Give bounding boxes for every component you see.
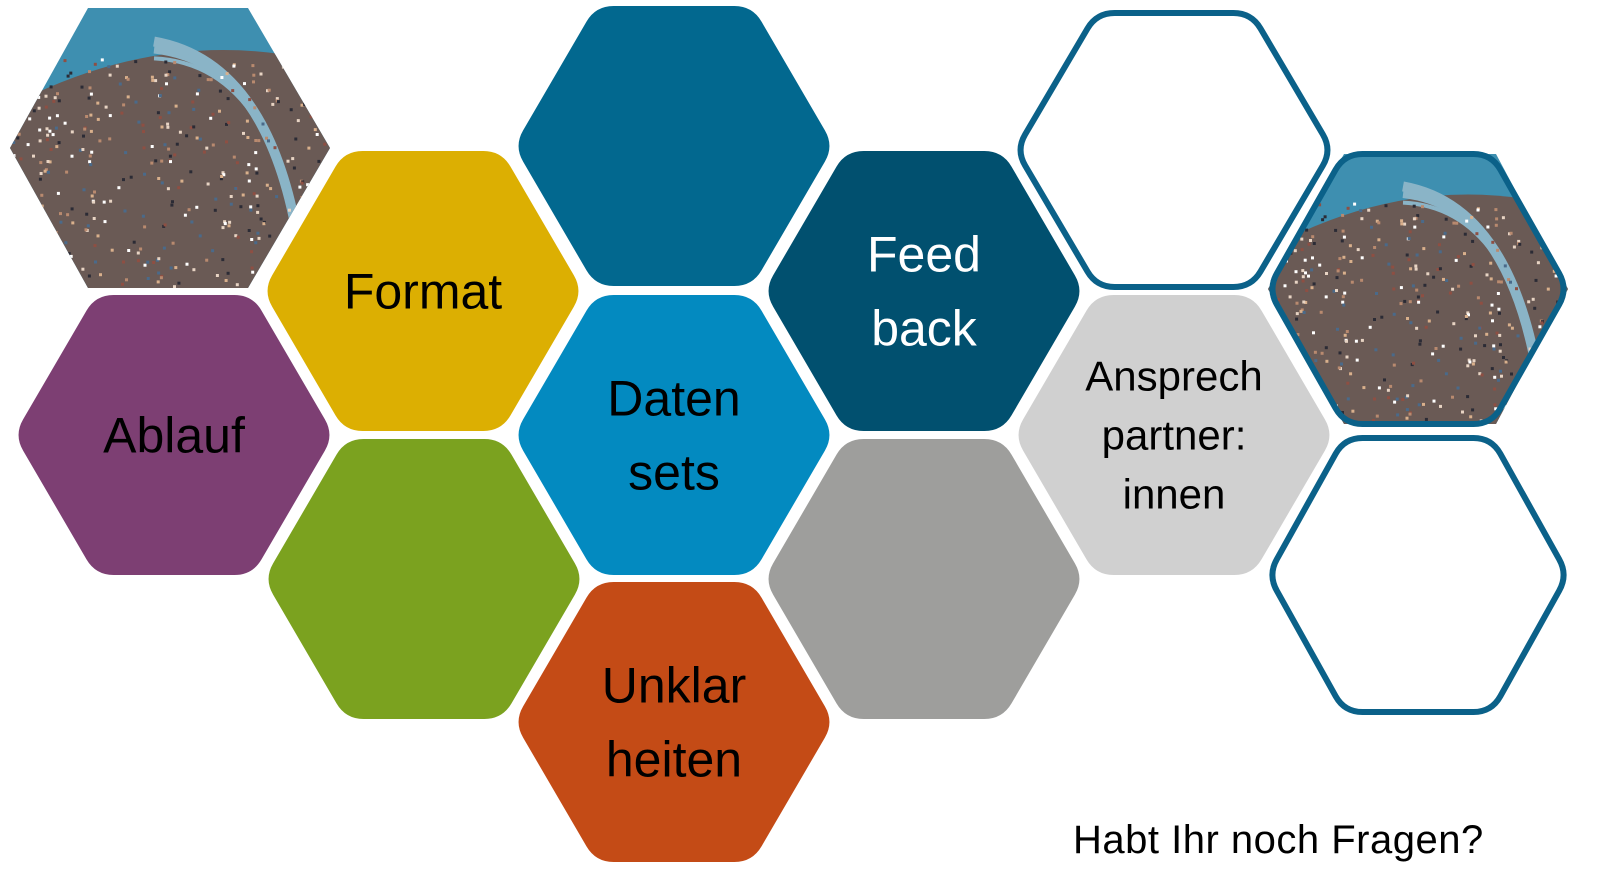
hexagon-fill (1018, 295, 1330, 575)
hexagon-label-datensets: sets (628, 445, 720, 501)
hexagon-gray (768, 439, 1080, 719)
hexagon-photo-left (10, 8, 330, 288)
hexagon-label-ansprechpartner: innen (1123, 471, 1226, 518)
hexagon-datensets: Daten sets (518, 295, 830, 575)
hexagon-label-ansprechpartner: partner: (1102, 412, 1247, 459)
hexagon-outline-top (1017, 10, 1331, 290)
hexagon-fill (518, 582, 830, 862)
hexagon-label-format: Format (344, 264, 502, 320)
auditorium-photo (1268, 154, 1568, 424)
hexagon-fill (18, 295, 330, 575)
hexagon-ansprechpartner: Ansprech partner: innen (1018, 295, 1330, 575)
hexagon-label-unklarheiten: heiten (606, 732, 742, 788)
hexagon-outline (1269, 151, 1567, 427)
hexagon-fill (268, 439, 580, 719)
hexagon-label-ansprechpartner: Ansprech (1085, 353, 1262, 400)
hexagon-label-datensets: Daten (607, 371, 740, 427)
hexagon-green (268, 439, 580, 719)
hexagon-outline-bottom (1269, 435, 1567, 715)
hexagon-fill (267, 151, 579, 431)
hexagon-fill (768, 439, 1080, 719)
hexagon-label-feedback: Feed (867, 227, 981, 283)
hexagon-fill (518, 295, 830, 575)
hexagon-fill (518, 6, 830, 286)
hexagon-feedback: Feed back (768, 151, 1080, 431)
hexagon-unklarheiten: Unklar heiten (518, 582, 830, 862)
hexagon-label-unklarheiten: Unklar (602, 658, 746, 714)
hexagon-label-feedback: back (871, 301, 978, 357)
hexagon-top-blue (518, 6, 830, 286)
hexagon-ablauf: Ablauf (18, 295, 330, 575)
closing-question: Habt Ihr noch Fragen? (1073, 818, 1484, 862)
auditorium-photo (10, 8, 330, 288)
hexagon-fill (768, 151, 1080, 431)
hexagon-format: Format (267, 151, 579, 431)
hexagon-outline (1017, 10, 1331, 290)
hexagon-outline (1269, 435, 1567, 715)
hexagon-photo-right (1268, 151, 1568, 427)
hexagon-label-ablauf: Ablauf (103, 408, 245, 464)
